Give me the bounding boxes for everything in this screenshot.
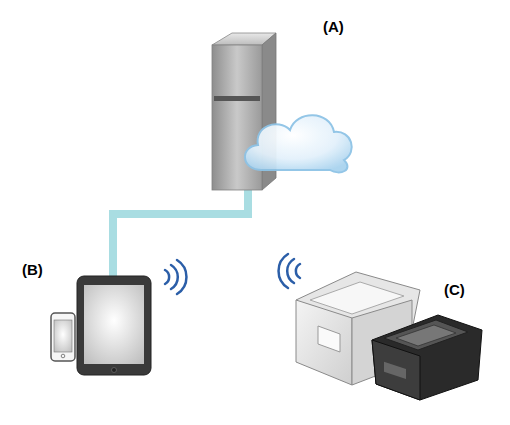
wireless-signal — [279, 254, 300, 288]
callout-letter: (A) — [323, 19, 344, 34]
callout-letter: (B) — [22, 262, 43, 277]
tablet — [77, 276, 151, 375]
callout-letter: (C) — [444, 282, 465, 297]
mobile-printer — [372, 315, 482, 400]
smartphone — [51, 313, 75, 361]
cloud — [245, 115, 352, 172]
wireless-signal — [165, 260, 186, 294]
